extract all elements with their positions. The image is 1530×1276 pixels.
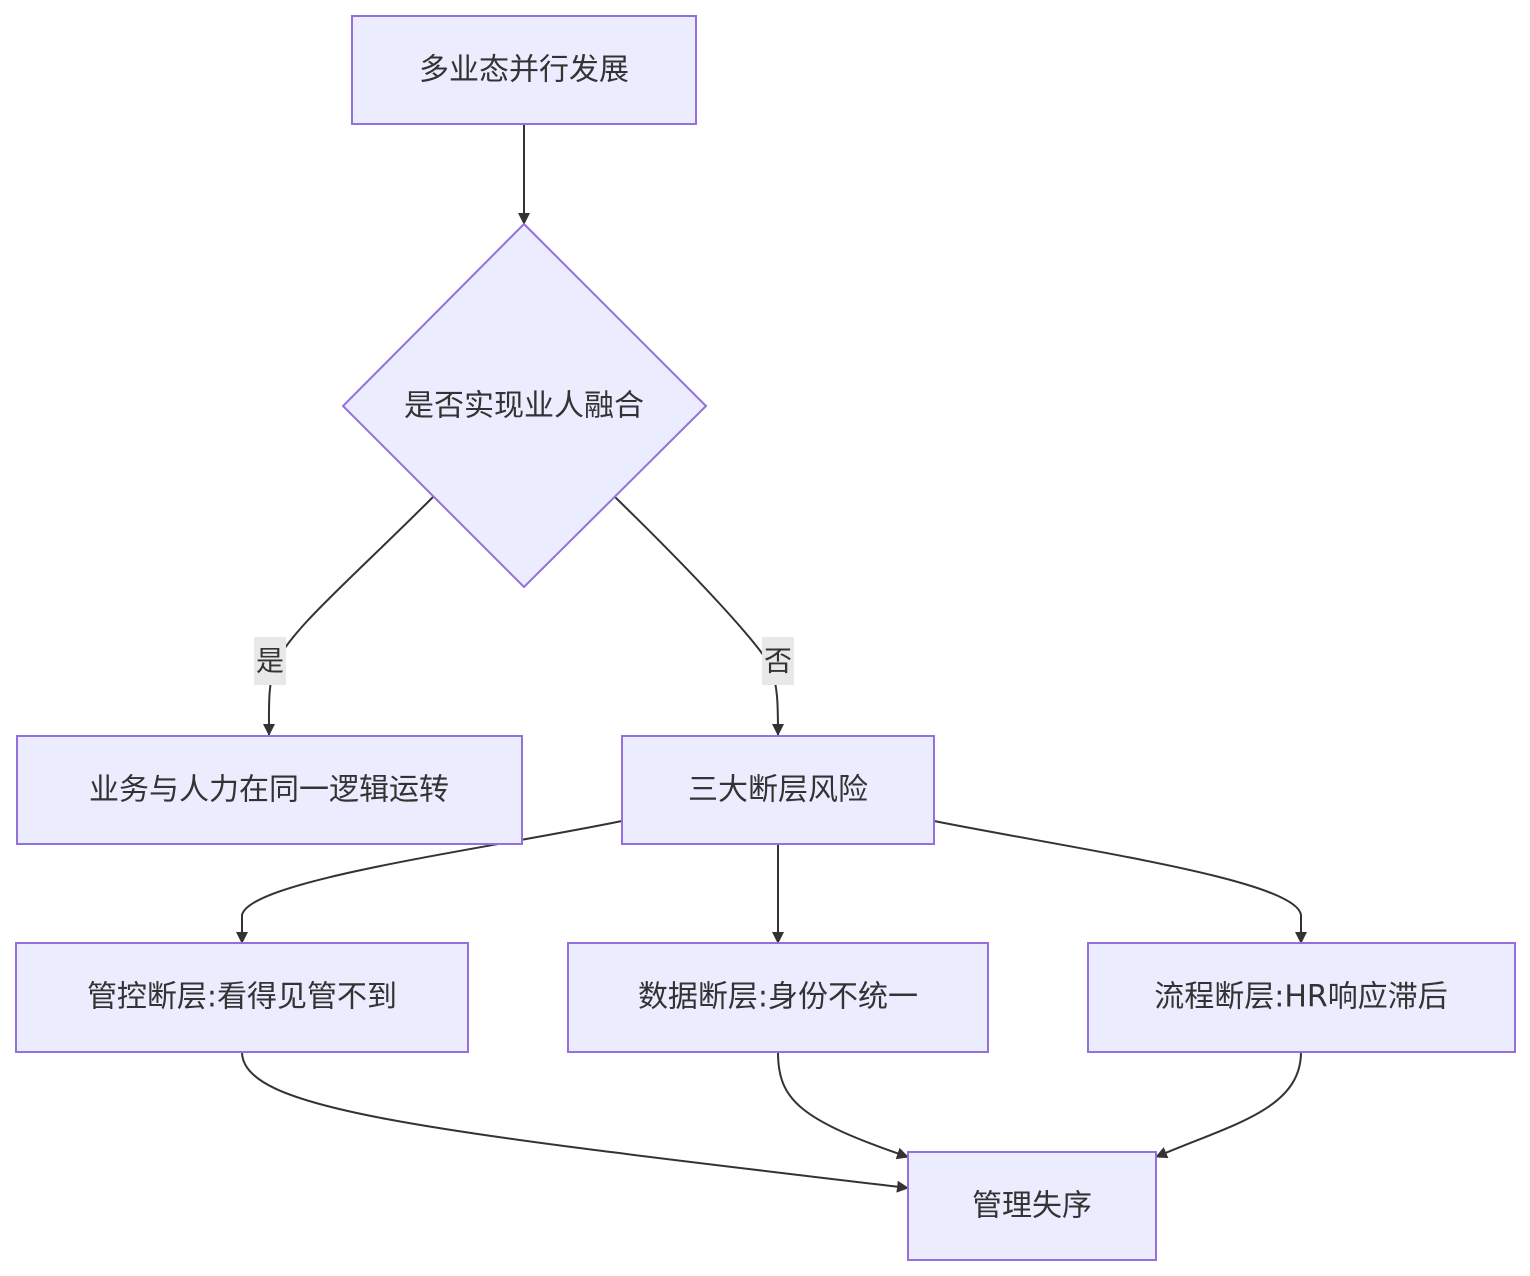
node-control-gap-label: 管控断层:看得见管不到 (87, 980, 397, 1015)
edge-label-yes-text: 是 (256, 645, 284, 678)
edge-decision-to-fusion (262, 496, 434, 736)
node-fusion: 业务与人力在同一逻辑运转 (16, 735, 523, 845)
node-data-gap-label: 数据断层:身份不统一 (638, 980, 918, 1015)
node-control-gap: 管控断层:看得见管不到 (15, 942, 469, 1053)
edge-control-gap-to-result (241, 1051, 909, 1193)
edge-label-no: 否 (762, 637, 794, 685)
edge-label-yes-bg (254, 637, 286, 685)
node-risks: 三大断层风险 (621, 735, 935, 845)
node-start-box (351, 15, 697, 125)
edge-decision-to-risks (614, 496, 784, 736)
node-decision: 是否实现业人融合 (341, 222, 708, 589)
edge-data-gap-to-result (777, 1051, 909, 1160)
node-fusion-label: 业务与人力在同一逻辑运转 (89, 773, 449, 808)
node-risks-box (621, 735, 935, 845)
node-data-gap-box (567, 942, 989, 1053)
edge-process-gap-to-result (1155, 1051, 1302, 1159)
node-control-gap-box (15, 942, 469, 1053)
edge-label-yes: 是 (254, 637, 286, 685)
edge-risks-to-control-gap (236, 820, 623, 944)
node-decision-label: 是否实现业人融合 (404, 389, 644, 424)
edges (236, 124, 1307, 1193)
node-fusion-box (16, 735, 523, 845)
node-result-label: 管理失序 (972, 1189, 1092, 1224)
edge-risks-to-process-gap (933, 820, 1307, 944)
node-result: 管理失序 (907, 1151, 1157, 1261)
node-start-label: 多业态并行发展 (419, 53, 629, 88)
edge-label-no-text: 否 (764, 645, 792, 678)
node-result-box (907, 1151, 1157, 1261)
node-process-gap: 流程断层:HR响应滞后 (1087, 942, 1516, 1053)
node-decision-diamond (341, 222, 708, 589)
node-process-gap-box (1087, 942, 1516, 1053)
node-process-gap-label: 流程断层:HR响应滞后 (1154, 980, 1448, 1015)
node-risks-label: 三大断层风险 (688, 773, 868, 808)
node-data-gap: 数据断层:身份不统一 (567, 942, 989, 1053)
edge-label-no-bg (762, 637, 794, 685)
node-start: 多业态并行发展 (351, 15, 697, 125)
